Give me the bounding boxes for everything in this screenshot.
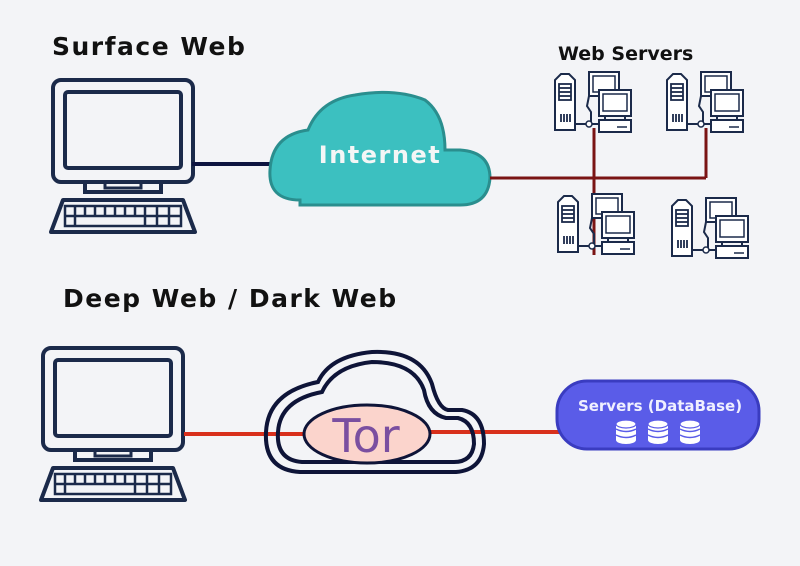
web-server-icon (671, 197, 749, 259)
web-servers-label: Web Servers (558, 43, 693, 65)
deep-web-title: Deep Web / Dark Web (63, 284, 398, 313)
database-icon (647, 419, 669, 445)
database-icon (679, 419, 701, 445)
deep-computer-icon (39, 346, 187, 502)
surface-computer-icon (49, 78, 197, 234)
surface-web-title: Surface Web (52, 32, 246, 61)
tor-label: Tor (331, 409, 399, 463)
database-label: Servers (DataBase) (578, 397, 742, 415)
database-servers-box (555, 379, 761, 451)
web-server-icon (554, 71, 632, 133)
internet-cloud (268, 90, 492, 207)
tor-cloud-inner (275, 359, 477, 464)
tor-cloud-outer (263, 349, 487, 474)
web-server-icon (666, 71, 744, 133)
tor-ellipse (302, 403, 432, 465)
web-server-icon (557, 193, 635, 255)
database-icon (615, 419, 637, 445)
internet-label: Internet (319, 141, 441, 169)
